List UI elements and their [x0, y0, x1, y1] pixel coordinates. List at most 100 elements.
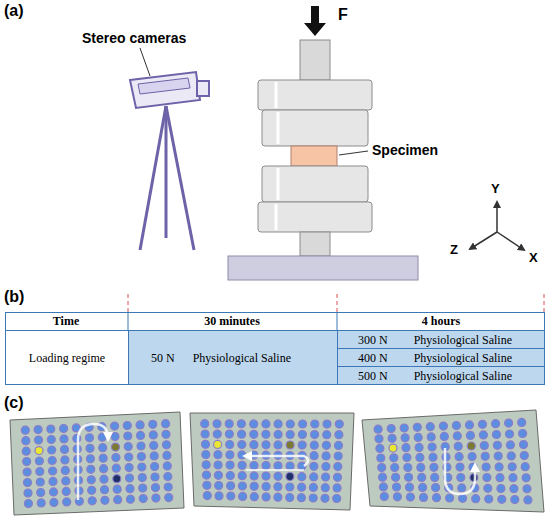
tracking-dot [136, 421, 144, 429]
tracking-dot [165, 494, 173, 502]
tracking-dot [310, 452, 318, 460]
tracking-dot [125, 453, 133, 461]
platen [262, 166, 368, 202]
tracking-dot [274, 462, 282, 470]
tracking-dot [163, 451, 171, 459]
tracking-dot [139, 495, 147, 503]
platen [262, 110, 368, 146]
tracking-dot [286, 483, 294, 491]
tracking-dot [454, 442, 462, 450]
tracking-dot [335, 441, 343, 449]
tracking-dot [126, 495, 134, 503]
tracking-dot [164, 483, 172, 491]
cell-text: Physiological Saline [414, 369, 512, 383]
table-cell: 50 NPhysiological Saline [128, 330, 338, 385]
tracking-dot [99, 444, 107, 452]
tracking-dot [286, 473, 294, 481]
figure-label: (a) [4, 2, 24, 20]
tracking-dot [419, 483, 427, 491]
tracking-dot [125, 464, 133, 472]
tracking-dot [138, 474, 146, 482]
tracking-dot [60, 425, 68, 433]
tracking-dot [286, 441, 294, 449]
tracking-dot [262, 462, 270, 470]
tracking-dot [201, 430, 209, 438]
figure-label: F [338, 6, 348, 24]
figure-label: (c) [4, 394, 24, 412]
tracking-dot [418, 473, 426, 481]
tracking-dot [393, 483, 401, 491]
tracking-dot [250, 493, 258, 501]
platen [258, 80, 372, 110]
table-header: Time [53, 315, 79, 329]
tracking-dot [24, 479, 32, 487]
tracking-dot [479, 420, 487, 428]
tracking-dot [298, 483, 306, 491]
tracking-dot [298, 431, 306, 439]
tracking-dot [250, 462, 258, 470]
tracking-dot [509, 474, 517, 482]
tracking-dot [101, 486, 109, 494]
tracking-dot [311, 420, 319, 428]
tracking-dot [86, 455, 94, 463]
tracking-dot [164, 473, 172, 481]
tracking-dot [299, 420, 307, 428]
table-cell: 500 NPhysiological Saline [337, 366, 545, 385]
tracking-dot [126, 474, 134, 482]
tracking-dot [404, 464, 412, 472]
tracking-dot [286, 420, 294, 428]
tracking-dot [238, 451, 246, 459]
tracking-dot [298, 441, 306, 449]
tracking-dot [274, 430, 282, 438]
tracking-dot [378, 464, 386, 472]
tracking-dot [151, 463, 159, 471]
tracking-dot [88, 486, 96, 494]
tracking-dot [420, 493, 428, 501]
table-rule [337, 313, 338, 330]
tracking-dot [49, 467, 57, 475]
tracking-dot [322, 452, 330, 460]
tracking-dot [86, 444, 94, 452]
tracking-dot [138, 463, 146, 471]
tracking-dot [494, 452, 502, 460]
tracking-dot [226, 451, 234, 459]
tracking-dot [417, 463, 425, 471]
dic-panels [10, 410, 544, 515]
rod [300, 232, 330, 256]
tracking-dot [481, 452, 489, 460]
force-arrow [311, 6, 319, 24]
tracking-dot [113, 485, 121, 493]
tracking-dot [286, 494, 294, 502]
tracking-dot [111, 433, 119, 441]
tracking-dot [334, 473, 342, 481]
tracking-dot [401, 434, 409, 442]
figure-label: Specimen [372, 142, 438, 158]
tracking-dot [431, 473, 439, 481]
specimen-surface [190, 413, 354, 510]
cell-text: Physiological Saline [193, 351, 291, 365]
rod [300, 40, 330, 80]
tracking-dot [226, 441, 234, 449]
tracking-dot [163, 462, 171, 470]
tracking-dot [87, 476, 95, 484]
tracking-dot [114, 496, 122, 504]
tracking-dot [508, 463, 516, 471]
tracking-dot [323, 420, 331, 428]
tracking-dot [414, 433, 422, 441]
tracking-dot [274, 420, 282, 428]
tracking-dot [215, 492, 223, 500]
table-rule [128, 313, 129, 330]
tracking-dot [237, 420, 245, 428]
tracking-dot [213, 430, 221, 438]
tracking-dot [446, 494, 454, 502]
tracking-dot [262, 430, 270, 438]
tracking-dot [379, 483, 387, 491]
axis [470, 232, 497, 249]
motion-arrow [78, 424, 108, 500]
tracking-dot [112, 454, 120, 462]
tracking-dot [393, 493, 401, 501]
tracking-dot [262, 441, 270, 449]
axis [497, 232, 524, 250]
